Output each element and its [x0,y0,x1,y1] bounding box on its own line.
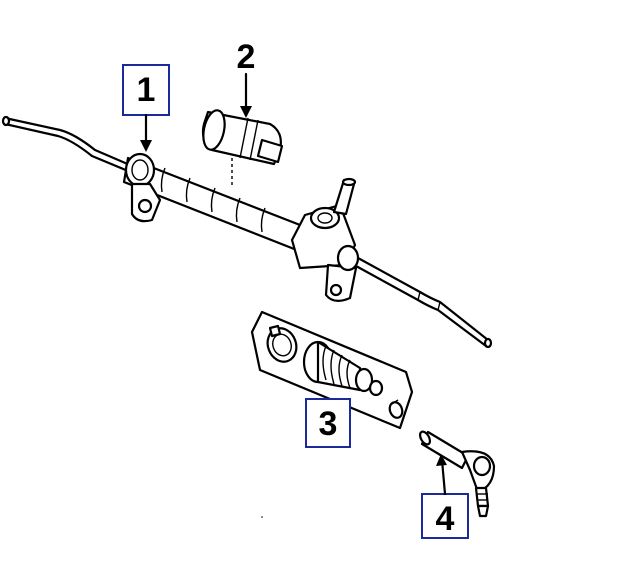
callout-4: 4 [421,454,469,539]
boot-kit [250,310,414,430]
tie-rod-end [418,430,496,518]
callout-2-arrowhead [240,106,252,118]
callout-4-arrowhead [436,454,447,466]
callout-1: 1 [122,64,170,152]
callout-3: 3 [305,398,351,448]
callout-2: 2 [237,38,256,118]
callout-3-label: 3 [319,405,338,443]
callout-4-label: 4 [436,500,455,538]
stray-dot [261,516,263,518]
steering-gear-assembly [1,115,493,349]
callout-2-label: 2 [237,38,256,76]
callout-1-arrowhead [140,140,152,152]
callout-1-box [122,64,170,116]
callout-1-label: 1 [137,71,156,109]
callout-3-box [305,398,351,448]
bushing-sleeve [201,109,284,166]
callout-4-leader [440,458,447,496]
callout-4-box [421,493,469,539]
